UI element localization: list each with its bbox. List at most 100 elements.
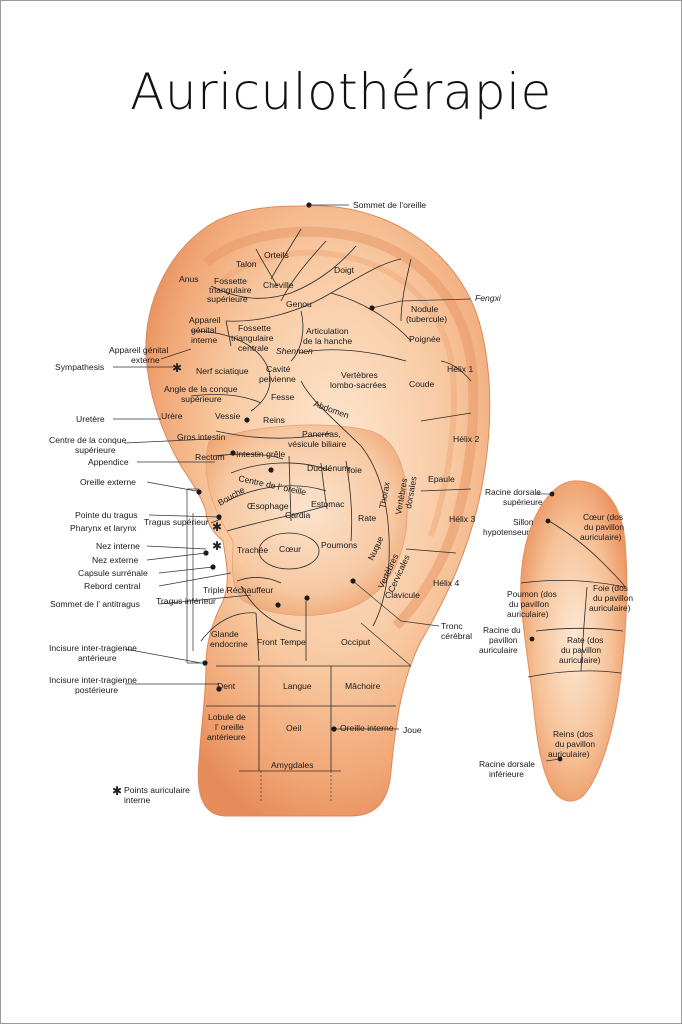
label-rate-dos-1: Rate (dos (567, 635, 603, 645)
label-intestin-grele: Intestin grêle (236, 449, 285, 459)
label-angle-conque-2: supérieure (181, 394, 222, 404)
label-pancreas-2: vésicule biliaire (288, 439, 346, 449)
label-appendice: Appendice (88, 457, 129, 467)
label-foie-dos-1: Foie (dos (593, 583, 628, 593)
label-incisure-post-2: postérieure (75, 685, 118, 695)
label-oesophage: Œsophage (247, 501, 289, 511)
label-incisure-ant-1: Incisure inter-tragienne (49, 643, 137, 653)
label-fossette-cen-3: centrale (238, 343, 269, 353)
label-angle-conque-1: Angle de la conque (164, 384, 238, 394)
label-racine-pav-1: Racine du (483, 625, 521, 635)
label-racine-pav-3: auriculaire (479, 645, 518, 655)
label-foie: foie (348, 465, 362, 475)
bracket-lines (186, 488, 206, 664)
asterisk-icon: ✱ (212, 539, 222, 553)
label-fossette-sup-1: Fossette (214, 276, 247, 286)
label-shenmen: Shenmen (276, 346, 313, 356)
label-cavite-2: pelvienne (259, 374, 296, 384)
label-rectum: Rectum (195, 452, 225, 462)
label-poignee: Poignée (409, 334, 441, 344)
label-sillon-2: hypotenseur (483, 527, 529, 537)
legend: ✱ Points auriculaire interne (112, 784, 190, 805)
label-doigt: Doigt (334, 265, 355, 275)
label-nez-interne: Nez interne (96, 541, 140, 551)
label-vertebres-lombo-1: Vertèbres (341, 370, 378, 380)
front-ear (145, 205, 491, 817)
label-appareil-genital-externe-2: externe (131, 355, 160, 365)
label-glande-2: endocrine (210, 639, 248, 649)
label-incisure-post-1: Incisure inter-tragienne (49, 675, 137, 685)
label-poumons: Poumons (321, 540, 357, 550)
label-helix-1: Hélix 1 (447, 364, 473, 374)
leader-lines-right (239, 204, 472, 801)
label-tragus-inf: Tragus inférieur (156, 596, 216, 606)
label-articulation-2: de la hanche (303, 336, 352, 346)
label-ortels: Orteils (264, 250, 289, 260)
label-sommet-oreille: Sommet de l’oreille (353, 200, 426, 210)
label-centre-conque-sup-2: supérieure (75, 445, 116, 455)
label-machoire: Mâchoire (345, 681, 381, 691)
label-tempe: Tempe (280, 637, 306, 647)
label-fengxi: Fengxi (475, 293, 502, 303)
page-title: Auriculothérapie (130, 63, 552, 121)
label-cheville: Cheville (263, 280, 294, 290)
label-coude: Coude (409, 379, 435, 389)
label-fossette-sup-2: triangulaire (209, 285, 252, 295)
label-duodenum: Duodénum (307, 463, 349, 473)
label-rebord: Rebord central (84, 581, 140, 591)
label-coeur-dos-1: Cœur (dos (583, 512, 623, 522)
label-occiput: Occiput (341, 637, 371, 647)
label-app-gen-int-3: interne (191, 335, 217, 345)
label-poumon-dos-1: Poumon (dos (507, 589, 557, 599)
label-estomac: Estomac (311, 499, 345, 509)
label-dent: Dent (217, 681, 236, 691)
label-nodule-1: Nodule (411, 304, 438, 314)
label-foie-dos-3: auriculaire) (589, 603, 631, 613)
asterisk-icons: ✱ ✱ ✱ (172, 361, 222, 553)
asterisk-icon: ✱ (172, 361, 182, 375)
label-incisure-ant-2: antérieure (78, 653, 117, 663)
label-racine-sup-1: Racine dorsale (485, 487, 541, 497)
left-labels: Appareil génital externe Sympathesis Ure… (49, 345, 168, 695)
label-racine-sup-2: supérieure (503, 497, 543, 507)
label-gros-intestin: Gros intestin (177, 432, 225, 442)
label-coeur-dos-2: du pavillon (584, 522, 624, 532)
legend-line-2: interne (124, 795, 150, 805)
label-genou: Genou (286, 299, 312, 309)
label-thorax: Thorax (377, 481, 392, 510)
label-triple: Triple Réchauffeur (203, 585, 273, 595)
label-clavicule: Clavicule (385, 590, 420, 600)
label-racine-pav-2: pavillon (489, 635, 518, 645)
label-vessie: Vessie (215, 411, 241, 421)
asterisk-icon: ✱ (112, 784, 122, 798)
label-nodule-2: (tubercule) (406, 314, 447, 324)
label-talon: Talon (236, 259, 257, 269)
label-oeil: Oeil (286, 723, 301, 733)
label-poumon-dos-2: du pavillon (509, 599, 549, 609)
label-rate-dos-3: auriculaire) (559, 655, 601, 665)
label-lobule-2: l’ oreille (215, 722, 244, 732)
label-pharynx: Pharynx et larynx (70, 523, 137, 533)
leader-lines-left (113, 348, 252, 685)
label-sympathesis: Sympathesis (55, 362, 104, 372)
label-langue: Langue (283, 681, 312, 691)
label-centre-conque-sup-1: Centre de la conque (49, 435, 127, 445)
label-fossette-cen-2: triangulaire (231, 333, 274, 343)
label-lobule-3: antérieure (207, 732, 246, 742)
label-racine-inf-1: Racine dorsale (479, 759, 535, 769)
label-appareil-genital-externe-1: Appareil génital (109, 345, 168, 355)
label-helix-3: Hélix 3 (449, 514, 475, 524)
label-tronc-2: cérébral (441, 631, 472, 641)
label-sommet-antitragus: Sommet de l’ antitragus (50, 599, 140, 609)
label-fesse: Fesse (271, 392, 295, 402)
label-vertebres-lombo-2: lombo-sacrées (330, 380, 386, 390)
label-rate: Rate (358, 513, 376, 523)
label-poumon-dos-3: auriculaire) (507, 609, 549, 619)
label-oreille-externe: Oreille externe (80, 477, 136, 487)
label-lobule-1: Lobule de (208, 712, 246, 722)
label-anus: Anus (179, 274, 199, 284)
label-urere: Urère (161, 411, 183, 421)
label-uretere: Uretère (76, 414, 105, 424)
